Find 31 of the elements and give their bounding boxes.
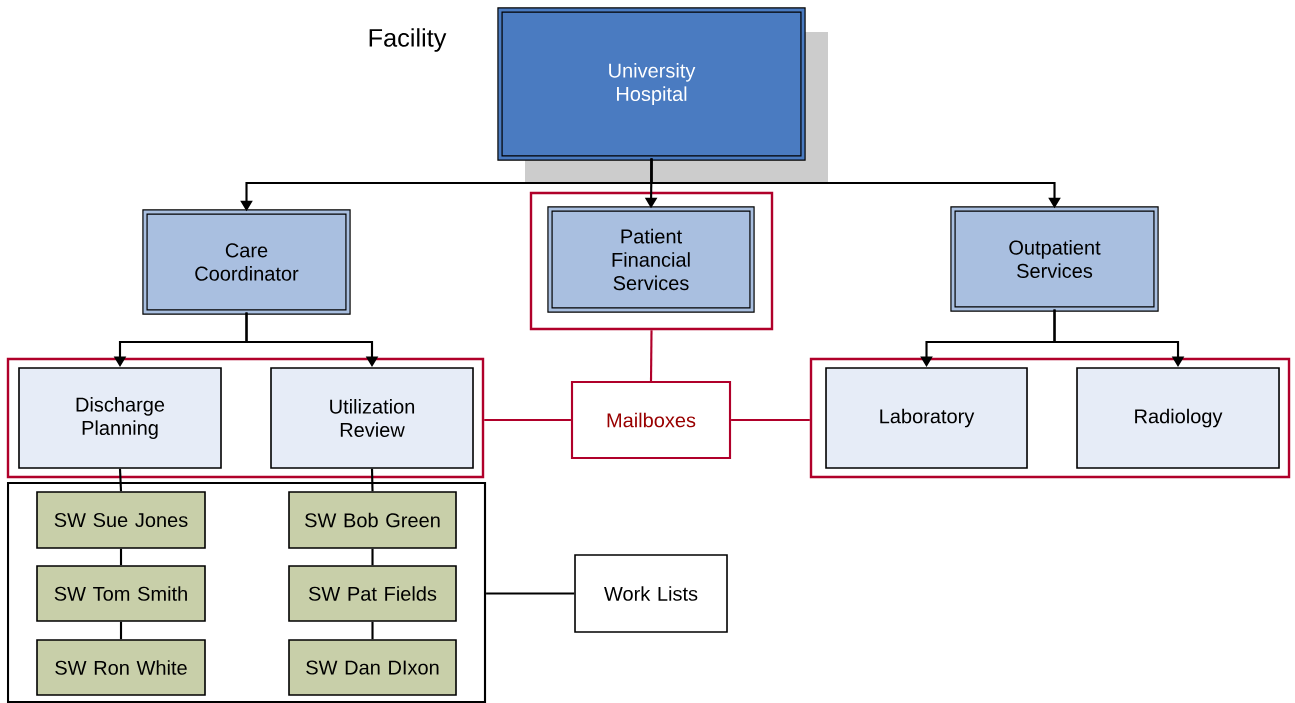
process-box: Patient Financial Services xyxy=(547,206,755,313)
staff-box: SW Sue Jones xyxy=(36,491,206,549)
process-box: Mailboxes xyxy=(570,380,732,460)
staff-box: SW Tom Smith xyxy=(36,565,206,622)
group-frame xyxy=(529,191,774,331)
process-box: Work Lists xyxy=(574,554,728,633)
connector xyxy=(371,621,374,640)
staff-box: SW Ron White xyxy=(36,639,206,696)
connector xyxy=(484,418,571,422)
staff-box: SW Dan DIxon xyxy=(288,639,457,696)
connector xyxy=(119,548,123,566)
group-frame xyxy=(6,357,485,479)
connector xyxy=(371,548,374,566)
process-box: Outpatient Services xyxy=(950,206,1159,312)
group-frame xyxy=(6,481,487,703)
connector xyxy=(370,468,374,492)
process-box: Utilization Review xyxy=(270,367,474,469)
process-box: University Hospital xyxy=(497,7,806,161)
process-box: Laboratory xyxy=(825,367,1028,469)
connector xyxy=(119,621,123,640)
process-box: Care Coordinator xyxy=(142,209,351,315)
connector xyxy=(486,592,575,595)
process-box: Discharge Planning xyxy=(18,367,222,469)
group-frame xyxy=(809,357,1291,479)
staff-box: SW Pat Fields xyxy=(288,565,457,622)
connector xyxy=(118,468,123,492)
connector xyxy=(731,418,810,422)
process-box: Radiology xyxy=(1076,367,1280,469)
staff-box: SW Bob Green xyxy=(288,491,457,549)
connector xyxy=(649,330,653,381)
heading: Facility xyxy=(369,28,447,52)
